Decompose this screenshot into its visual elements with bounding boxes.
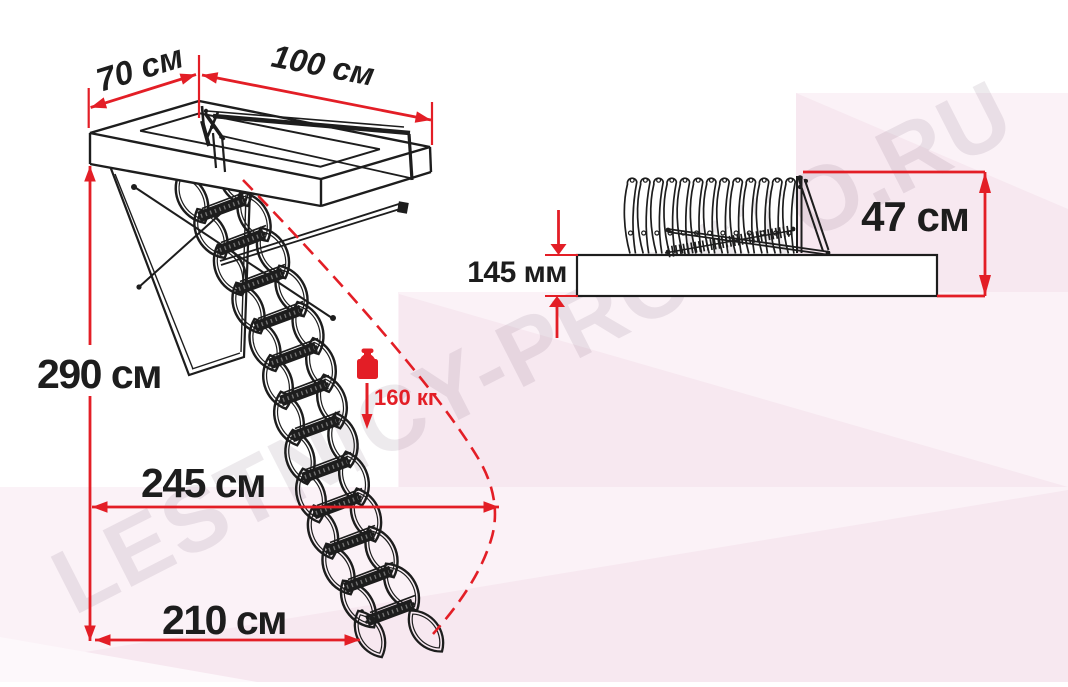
- svg-text:145 мм: 145 мм: [467, 256, 567, 289]
- svg-text:47 см: 47 см: [861, 193, 969, 240]
- svg-text:290 см: 290 см: [37, 351, 161, 397]
- svg-text:210 см: 210 см: [162, 597, 286, 643]
- svg-text:245 см: 245 см: [141, 460, 265, 506]
- svg-text:160 кг: 160 кг: [374, 385, 437, 410]
